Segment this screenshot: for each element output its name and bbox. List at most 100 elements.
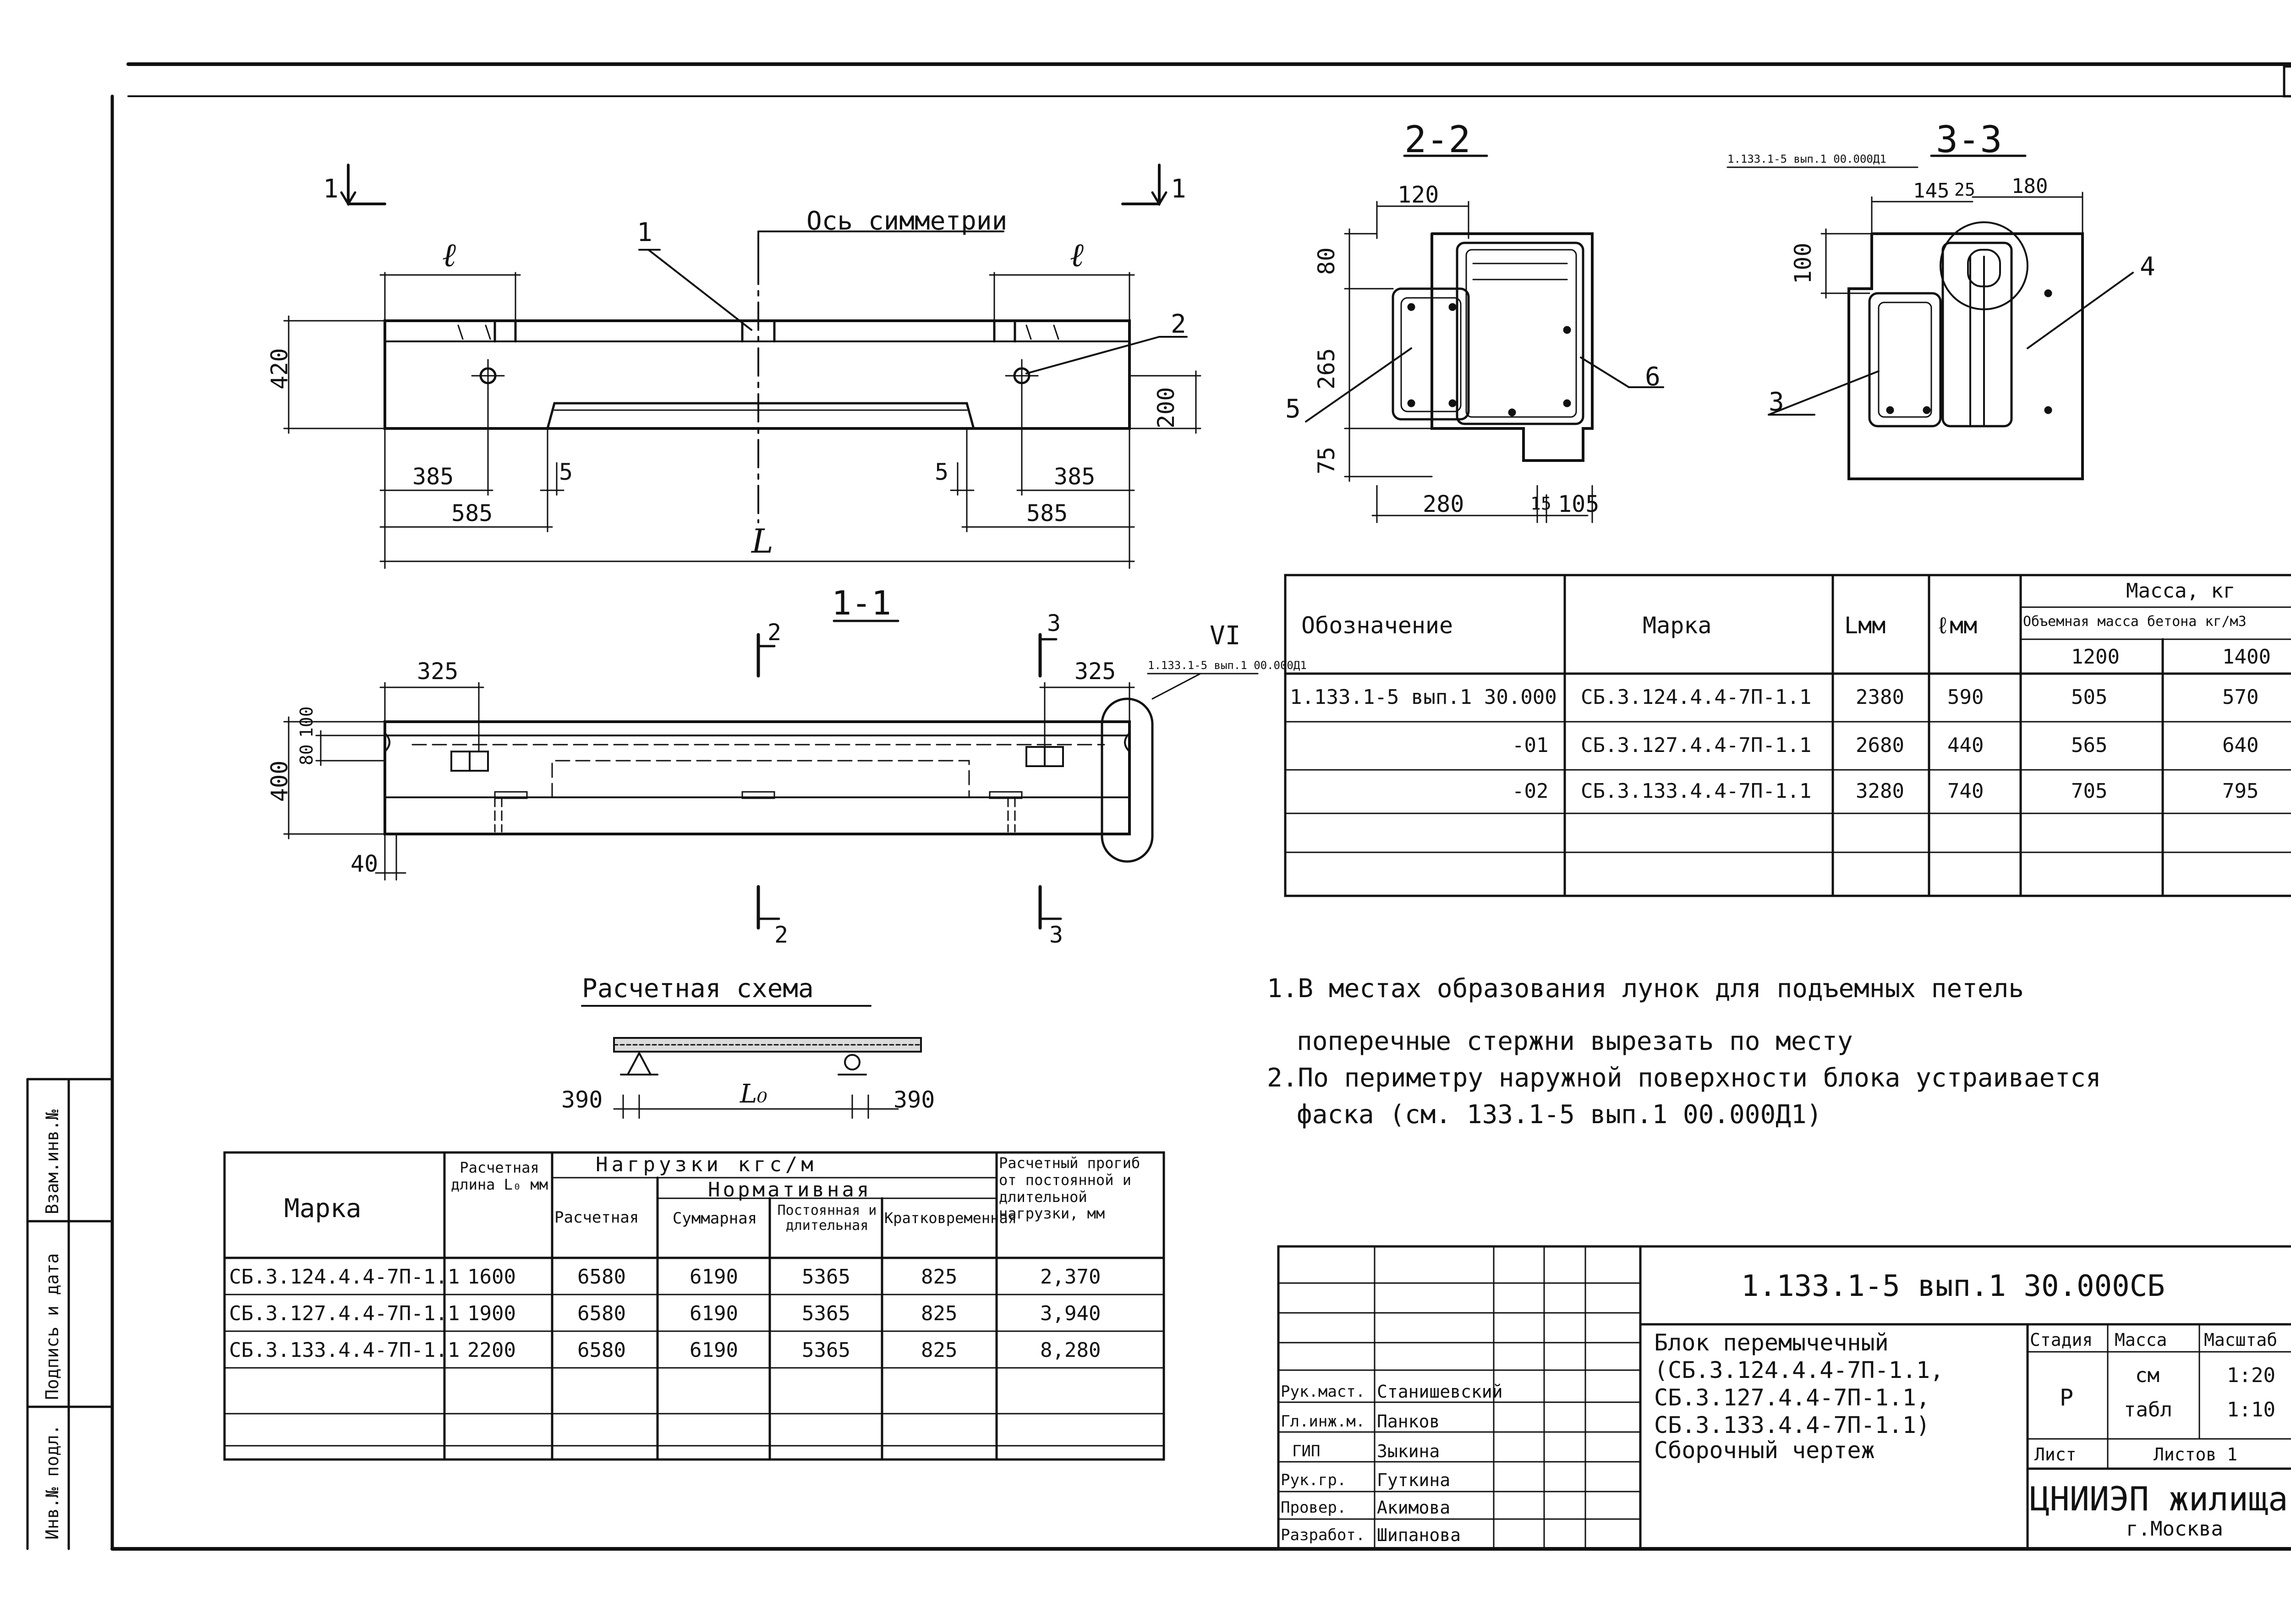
mass-r3-designation: -02 — [1512, 779, 1549, 803]
load-r3-mark: СБ.3.133.4.4-7П-1.1 — [229, 1339, 460, 1362]
load-h-deflection: Расчетный прогиб от постоянной и длитель… — [999, 1154, 1140, 1223]
person-4: Акимова — [1377, 1498, 1451, 1518]
load-r2-short: 825 — [921, 1302, 958, 1325]
dim-100: 100 — [296, 706, 317, 738]
load-h-normative: Нормативная — [708, 1178, 872, 1202]
load-r1-mark: СБ.3.124.4.4-7П-1.1 — [229, 1265, 460, 1289]
section-1-1-view — [283, 620, 1259, 930]
callout-VI: VI — [1210, 621, 1241, 651]
mass-r1-1200: 505 — [2071, 686, 2108, 709]
mass-r2-1200: 565 — [2071, 734, 2108, 757]
person-0: Станишевский — [1377, 1382, 1503, 1402]
mass-r3-L: 3280 — [1856, 779, 1904, 803]
scale-value-1: 1:20 — [2227, 1364, 2275, 1387]
role-5: Разработ. — [1281, 1526, 1365, 1544]
load-h-mark: Марка — [284, 1194, 362, 1223]
cut-mark-2-bottom: 2 — [774, 922, 789, 948]
role-0: Рук.маст. — [1281, 1383, 1365, 1401]
dim-5-left: 5 — [559, 459, 573, 485]
side-stamp — [26, 1078, 114, 1550]
dim-420: 420 — [266, 348, 293, 390]
load-h-length: Расчетная длина L₀ мм — [451, 1159, 548, 1193]
dim-400: 400 — [266, 760, 293, 802]
mass-r2-designation: -01 — [1512, 734, 1549, 757]
section-2-2-view — [1305, 154, 1664, 523]
mass-r3-l: 740 — [1947, 779, 1984, 803]
cut-mark-3-top: 3 — [1047, 610, 1061, 636]
load-r1-perm: 5365 — [802, 1265, 850, 1289]
load-r3-total: 6190 — [690, 1339, 738, 1362]
section-1-1-title: 1-1 — [832, 584, 892, 622]
dim-120: 120 — [1398, 181, 1439, 208]
mass-h-designation: Обозначение — [1301, 612, 1453, 639]
note-1b: поперечные стержни вырезать по месту — [1297, 1026, 1853, 1056]
load-r3-perm: 5365 — [802, 1339, 850, 1362]
scheme-title: Расчетная схема — [582, 974, 814, 1004]
cut-mark-1-left: 1 — [323, 174, 339, 204]
mass-r1-mark: СБ.3.124.4.4-7П-1.1 — [1581, 686, 1812, 709]
scheme-right: 390 — [893, 1086, 935, 1113]
scale-header: Масштаб — [2204, 1330, 2278, 1350]
symmetry-axis-label: Ось симметрии — [806, 206, 1008, 236]
dim-180: 180 — [2011, 175, 2048, 198]
dim-80-s22: 80 — [1313, 247, 1340, 275]
mass-r3-mark: СБ.3.133.4.4-7П-1.1 — [1581, 779, 1812, 803]
calc-scheme-drawing — [581, 1005, 922, 1119]
load-r2-calc: 6580 — [577, 1302, 626, 1325]
cut-mark-2-top: 2 — [767, 619, 782, 646]
callout-VI-ref: 1.133.1-5 вып.1 00.000Д1 — [1148, 659, 1307, 672]
dim-105: 105 — [1558, 491, 1600, 517]
pos-mark-6: 6 — [1645, 362, 1661, 392]
mass-h-1400: 1400 — [2222, 645, 2271, 669]
dim-585-left: 585 — [451, 500, 493, 527]
dim-385-right: 385 — [1054, 463, 1096, 490]
pos-mark-5: 5 — [1285, 394, 1301, 424]
sheets-header: Листов 1 — [2154, 1444, 2238, 1465]
mass-h-1200: 1200 — [2071, 645, 2120, 669]
mass-h-l: ℓмм — [1936, 612, 1978, 639]
load-r2-mark: СБ.3.127.4.4-7П-1.1 — [229, 1302, 460, 1325]
dim-280: 280 — [1423, 491, 1464, 517]
dim-40: 40 — [351, 850, 378, 877]
load-r1-length: 1600 — [467, 1265, 516, 1289]
sheet-frame — [110, 62, 2291, 1551]
dim-l-left: ℓ — [442, 236, 456, 274]
mass-h-L: Lмм — [1844, 612, 1886, 639]
dim-200: 200 — [1153, 387, 1179, 428]
pos-mark-1: 1 — [637, 218, 652, 247]
mass-header: Масса — [2115, 1330, 2167, 1350]
load-r3-defl: 8,280 — [1040, 1339, 1101, 1362]
title-name-0: Блок перемычечный — [1654, 1329, 1889, 1356]
note-2a: 2.По периметру наружной поверхности блок… — [1267, 1063, 2101, 1093]
org-city: г.Москва — [2126, 1517, 2223, 1541]
dim-l-right: ℓ — [1070, 236, 1084, 274]
mass-value-2: табл — [2124, 1398, 2172, 1421]
dim-325-right: 325 — [1074, 658, 1116, 685]
person-2: Зыкина — [1377, 1441, 1440, 1461]
mass-table-grid — [1284, 574, 2291, 897]
dim-145: 145 — [1913, 179, 1950, 203]
mass-h-mass: Масса, кг — [2126, 579, 2236, 603]
role-3: Рук.гр. — [1281, 1471, 1347, 1489]
mass-r2-1400: 640 — [2222, 734, 2259, 757]
title-code: 1.133.1-5 вып.1 30.000СБ — [1741, 1269, 2165, 1303]
dim-75: 75 — [1313, 446, 1340, 474]
mass-r1-1400: 570 — [2222, 686, 2259, 709]
load-r1-defl: 2,370 — [1040, 1265, 1101, 1289]
mass-r2-mark: СБ.3.127.4.4-7П-1.1 — [1581, 734, 1812, 757]
note-2b: фаска (см. 133.1-5 вып.1 00.000Д1) — [1297, 1100, 1822, 1130]
stage-header: Стадия — [2030, 1330, 2093, 1350]
dim-80: 80 — [296, 744, 317, 765]
section-2-2-title: 2-2 — [1404, 118, 1471, 161]
role-2: ГИП — [1292, 1442, 1321, 1460]
callout-3-3-ref: 1.133.1-5 вып.1 00.000Д1 — [1727, 153, 1886, 165]
load-h-short: Кратковременная — [884, 1209, 1017, 1227]
cut-mark-1-right: 1 — [1171, 174, 1186, 204]
load-h-permanent: Постоянная и длительная — [777, 1202, 877, 1234]
stamp-inv-orig: Инв.№ подл. — [42, 1424, 62, 1540]
load-r1-total: 6190 — [690, 1265, 738, 1289]
dim-325-left: 325 — [417, 658, 459, 685]
load-r2-perm: 5365 — [802, 1302, 850, 1325]
sheet-header: Лист — [2034, 1444, 2077, 1465]
